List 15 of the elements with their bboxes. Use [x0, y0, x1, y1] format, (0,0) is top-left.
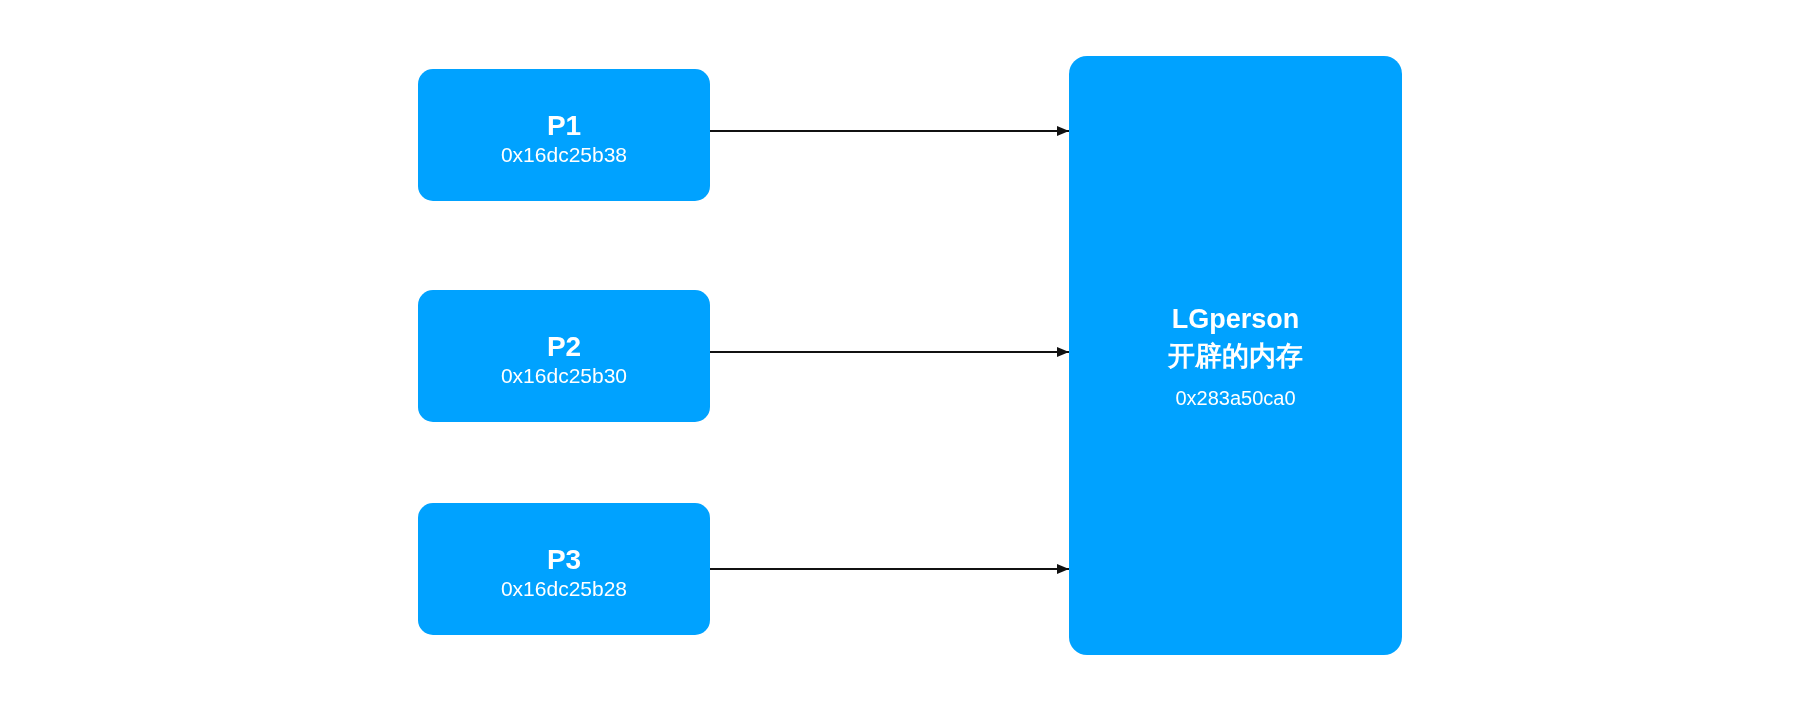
- memory-address: 0x16dc25b28: [500, 576, 628, 602]
- variable-box: [418, 503, 710, 635]
- box-title: P3: [546, 544, 582, 576]
- box-title: P2: [546, 331, 582, 363]
- memory-address: 0x16dc25b38: [500, 142, 628, 168]
- arrow: [709, 347, 1070, 357]
- variable-box: [418, 69, 710, 201]
- box-title: LGperson 开辟的内存: [1167, 302, 1304, 373]
- memory-address: 0x283a50ca0: [1175, 385, 1296, 411]
- arrow: [709, 126, 1070, 136]
- arrow: [709, 564, 1070, 574]
- variable-box: [418, 290, 710, 422]
- box-title: P1: [546, 110, 582, 142]
- memory-block: [1069, 56, 1402, 655]
- memory-address: 0x16dc25b30: [500, 363, 628, 389]
